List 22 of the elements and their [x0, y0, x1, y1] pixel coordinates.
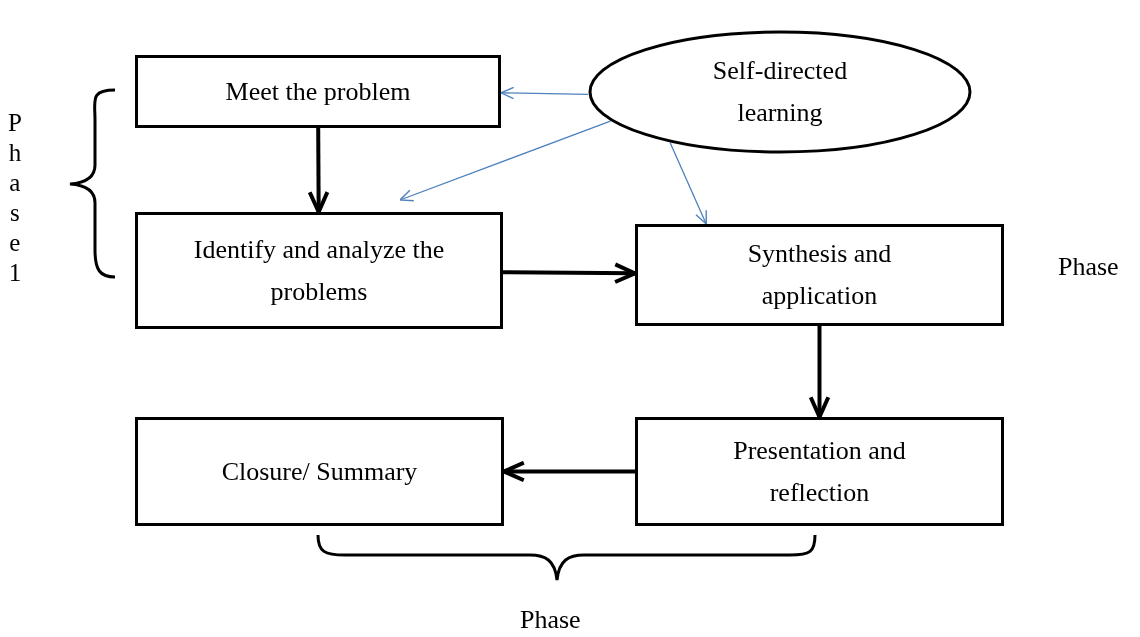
node-label: Closure/ Summary [221, 455, 418, 488]
arrow [669, 142, 707, 225]
node-label: Synthesis and application [746, 238, 893, 312]
arrow [808, 326, 831, 419]
node-label: Presentation and reflection [732, 434, 907, 509]
process-box [635, 224, 1004, 326]
process-box [135, 55, 501, 128]
arrow [399, 120, 612, 202]
arrow [502, 460, 635, 483]
process-box [635, 417, 1004, 526]
node-label: Self-directed learning [711, 55, 849, 129]
arrow [307, 128, 330, 214]
process-box [135, 212, 503, 329]
node-label: Identify and analyze the problems [192, 233, 446, 308]
phase-label: Phase [520, 605, 581, 635]
arrow [500, 86, 589, 100]
phase-label: Phase [1058, 252, 1119, 282]
ellipse-node [588, 30, 972, 154]
arrow [502, 262, 637, 284]
process-box [135, 417, 504, 526]
phase-label: Phase 1 [8, 108, 22, 288]
node-label: Meet the problem [225, 75, 411, 108]
